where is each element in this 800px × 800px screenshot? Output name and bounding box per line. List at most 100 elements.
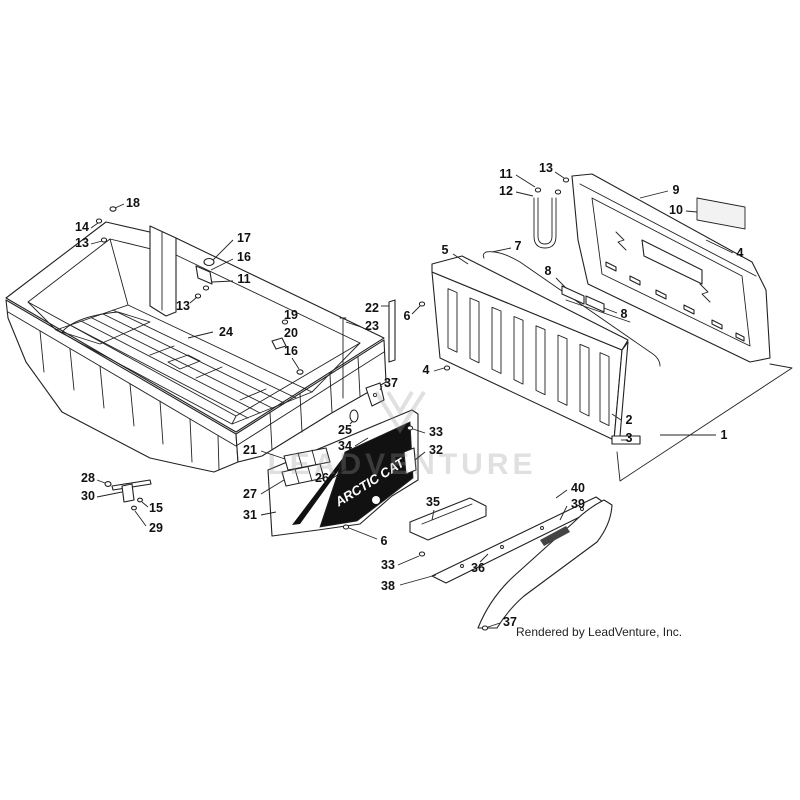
callout-number[interactable]: 21 (243, 443, 257, 457)
callout-6-b[interactable]: 6 (404, 305, 421, 323)
callout-8-b[interactable]: 8 (603, 307, 628, 321)
callout-10[interactable]: 10 (669, 203, 698, 217)
callout-29[interactable]: 29 (134, 510, 163, 535)
callout-number[interactable]: 10 (669, 203, 683, 217)
callout-number[interactable]: 4 (423, 363, 430, 377)
callout-15[interactable]: 15 (141, 501, 163, 515)
callout-21[interactable]: 21 (243, 443, 286, 460)
callout-6-a[interactable]: 6 (348, 527, 388, 548)
callout-3[interactable]: 3 (621, 431, 633, 445)
callout-number[interactable]: 24 (219, 325, 233, 339)
callout-number[interactable]: 14 (75, 220, 89, 234)
callout-18[interactable]: 18 (114, 196, 140, 210)
callout-11-a[interactable]: 11 (211, 272, 251, 286)
callout-number[interactable]: 29 (149, 521, 163, 535)
callout-number[interactable]: 27 (243, 487, 257, 501)
callout-40[interactable]: 40 (555, 481, 585, 499)
callout-number[interactable]: 9 (673, 183, 680, 197)
callout-28[interactable]: 28 (81, 471, 106, 485)
callout-number[interactable]: 15 (149, 501, 163, 515)
callout-7[interactable]: 7 (491, 239, 522, 253)
callout-number[interactable]: 19 (284, 308, 298, 322)
callout-4-b[interactable]: 4 (423, 363, 445, 377)
callout-2[interactable]: 2 (611, 413, 633, 427)
callout-number[interactable]: 2 (626, 413, 633, 427)
callout-number[interactable]: 11 (499, 167, 512, 181)
callout-number[interactable]: 13 (176, 299, 190, 313)
callout-number[interactable]: 35 (426, 495, 440, 509)
callout-number[interactable]: 28 (81, 471, 95, 485)
tailgate-shell (571, 173, 771, 363)
callout-number[interactable]: 26 (315, 471, 329, 485)
callout-24[interactable]: 24 (187, 325, 233, 339)
callout-16-b[interactable]: 16 (284, 344, 300, 370)
callout-32[interactable]: 32 (414, 443, 443, 461)
callout-9[interactable]: 9 (639, 183, 680, 199)
callout-number[interactable]: 37 (503, 615, 517, 629)
callout-22[interactable]: 22 (365, 301, 389, 315)
callout-19[interactable]: 19 (284, 308, 298, 322)
callout-number[interactable]: 40 (571, 481, 585, 495)
callout-number[interactable]: 39 (571, 497, 585, 511)
callout-number[interactable]: 13 (539, 161, 553, 175)
callout-33-b[interactable]: 33 (381, 555, 420, 572)
callout-8-a[interactable]: 8 (545, 264, 567, 289)
callout-5[interactable]: 5 (442, 243, 469, 265)
callout-number[interactable]: 33 (429, 425, 443, 439)
callout-number[interactable]: 23 (365, 319, 379, 333)
callout-number[interactable]: 34 (338, 439, 352, 453)
callout-27[interactable]: 27 (243, 479, 285, 501)
callout-36[interactable]: 36 (471, 553, 489, 575)
callout-number[interactable]: 8 (621, 307, 628, 321)
callout-14[interactable]: 14 (75, 220, 99, 234)
callout-4-a[interactable]: 4 (705, 239, 744, 260)
callout-17[interactable]: 17 (212, 231, 251, 261)
callout-39[interactable]: 39 (559, 497, 585, 521)
callout-number[interactable]: 18 (126, 196, 140, 210)
callout-number[interactable]: 11 (237, 272, 250, 286)
callout-number[interactable]: 16 (284, 344, 298, 358)
callout-23[interactable]: 23 (345, 319, 379, 333)
callout-number[interactable]: 7 (515, 239, 522, 253)
callout-number[interactable]: 38 (381, 579, 395, 593)
callout-number[interactable]: 37 (384, 376, 398, 390)
callout-37-b[interactable]: 37 (487, 615, 517, 629)
callout-37-a[interactable]: 37 (379, 376, 398, 391)
callout-number[interactable]: 1 (721, 428, 728, 442)
callout-31[interactable]: 31 (243, 508, 277, 522)
callout-number[interactable]: 17 (237, 231, 251, 245)
callout-26[interactable]: 26 (315, 467, 348, 485)
callout-number[interactable]: 32 (429, 443, 443, 457)
hinge-assembly (104, 479, 152, 511)
callout-33-a[interactable]: 33 (412, 425, 443, 439)
callout-number[interactable]: 12 (499, 184, 513, 198)
callout-number[interactable]: 4 (737, 246, 744, 260)
callout-number[interactable]: 22 (365, 301, 379, 315)
callout-13-c[interactable]: 13 (539, 161, 565, 179)
callout-number[interactable]: 16 (237, 250, 251, 264)
callout-1[interactable]: 1 (660, 428, 728, 442)
callout-16-a[interactable]: 16 (210, 250, 251, 271)
callout-number[interactable]: 5 (442, 243, 449, 257)
callout-13-b[interactable]: 13 (176, 296, 198, 313)
callout-number[interactable]: 3 (626, 431, 633, 445)
callout-number[interactable]: 25 (338, 423, 352, 437)
callout-number[interactable]: 6 (381, 534, 388, 548)
callout-number[interactable]: 13 (75, 236, 89, 250)
callout-12[interactable]: 12 (499, 184, 534, 198)
callout-number[interactable]: 30 (81, 489, 95, 503)
callout-number[interactable]: 36 (471, 561, 485, 575)
callout-38[interactable]: 38 (381, 574, 437, 593)
callout-25[interactable]: 25 (338, 420, 354, 437)
callout-11-b[interactable]: 11 (499, 167, 536, 188)
callout-number[interactable]: 8 (545, 264, 552, 278)
callout-34[interactable]: 34 (338, 437, 369, 453)
callout-number[interactable]: 20 (284, 326, 298, 340)
callout-number[interactable]: 6 (404, 309, 411, 323)
callout-number[interactable]: 33 (381, 558, 395, 572)
callout-35[interactable]: 35 (426, 495, 440, 521)
callout-30[interactable]: 30 (81, 489, 123, 503)
callout-number[interactable]: 31 (243, 508, 257, 522)
callout-13-a[interactable]: 13 (75, 236, 103, 250)
callout-20[interactable]: 20 (284, 326, 298, 340)
